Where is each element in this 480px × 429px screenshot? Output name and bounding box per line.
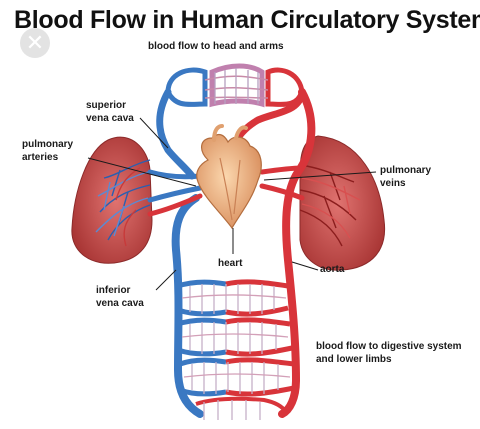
close-icon[interactable]: ✕ <box>20 28 50 58</box>
label-digestive-line2: and lower limbs <box>316 354 392 365</box>
label-superior-vena-cava: superior vena cava <box>86 99 134 125</box>
label-digestive-lower-limbs: blood flow to digestive system and lower… <box>316 340 462 366</box>
label-pulmonary-arteries: pulmonary arteries <box>22 138 73 164</box>
label-head-arms: blood flow to head and arms <box>148 41 284 52</box>
upper-capillary-bed <box>165 63 305 108</box>
right-lung <box>299 135 386 271</box>
page-title: Blood Flow in Human Circulatory System <box>14 6 480 34</box>
label-heart: heart <box>218 258 243 269</box>
leader-lines <box>87 117 377 291</box>
inferior-vena-cava-vessel <box>171 194 204 418</box>
label-pulmonary-arteries-line1: pulmonary <box>22 139 74 150</box>
heart-organ <box>196 124 262 230</box>
label-inferior-vena-cava-line2: vena cava <box>96 298 144 309</box>
pulmonary-vein-vessel <box>147 165 305 217</box>
label-inferior-vena-cava: inferior vena cava <box>96 284 144 310</box>
left-lung-vessels <box>95 159 151 247</box>
label-aorta: aorta <box>320 264 345 275</box>
aorta-descending-vessel <box>278 88 316 418</box>
label-digestive-line1: blood flow to digestive system <box>316 341 462 352</box>
lower-capillary-beds <box>177 279 295 420</box>
superior-vena-cava-vessel <box>156 88 196 180</box>
label-pulmonary-veins: pulmonary veins <box>380 164 431 190</box>
label-pulmonary-arteries-line2: arteries <box>22 152 59 163</box>
label-pulmonary-veins-line2: veins <box>380 178 406 189</box>
pulmonary-artery-vessel <box>147 169 203 203</box>
label-pulmonary-veins-line1: pulmonary <box>380 165 432 176</box>
label-superior-vena-cava-line2: vena cava <box>86 113 134 124</box>
label-inferior-vena-cava-line1: inferior <box>96 285 131 296</box>
right-lung-vessels <box>299 164 361 247</box>
label-superior-vena-cava-line1: superior <box>86 100 127 111</box>
